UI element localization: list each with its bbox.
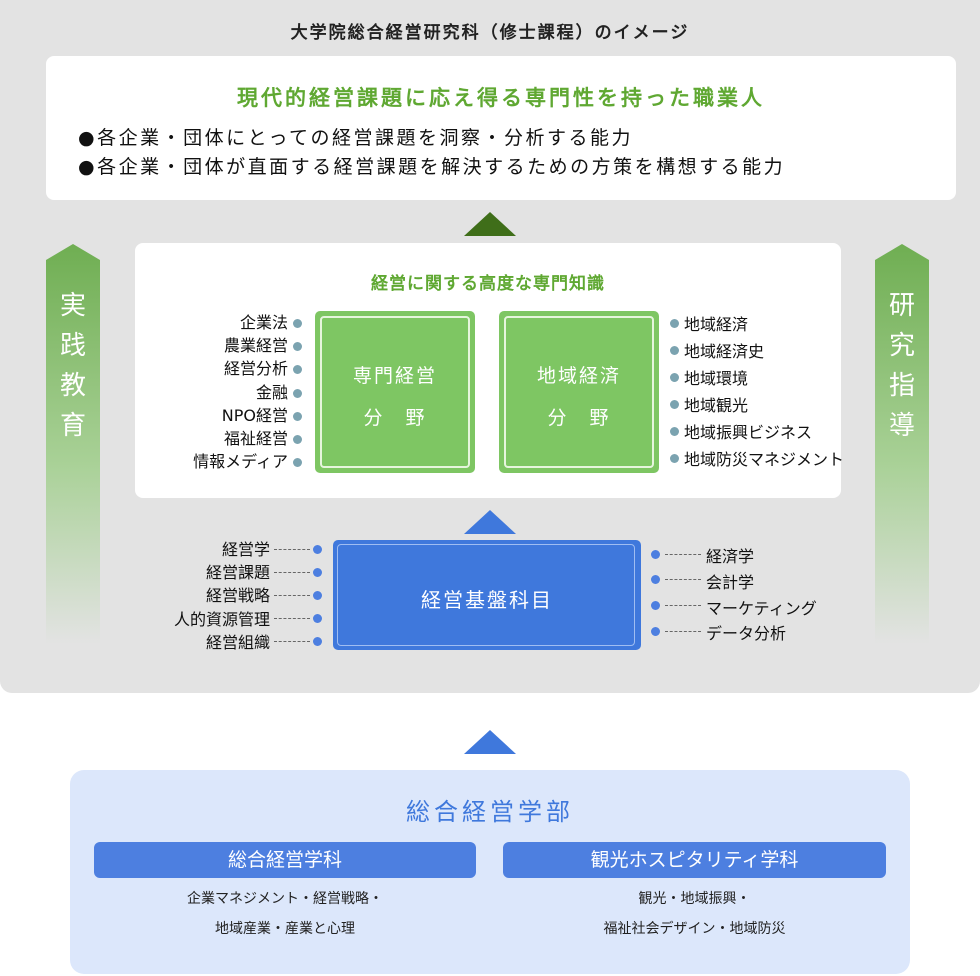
- department-desc-line: 観光・地域振興・: [638, 891, 751, 907]
- bullet-dot: [293, 365, 302, 374]
- side-right-char-1: 研: [888, 291, 915, 321]
- connector-line: [274, 572, 310, 573]
- side-arrow-left-shape: [46, 244, 100, 644]
- department-desc-line: 地域産業・産業と心理: [215, 921, 355, 937]
- connector-line: [665, 605, 701, 606]
- side-right-char-3: 指: [888, 371, 915, 401]
- regional-subject-item: 地域経済: [684, 315, 749, 334]
- bullet-dot: [651, 575, 660, 584]
- management-subject-item: 福祉経営: [223, 429, 288, 449]
- bullet-dot: [651, 601, 660, 610]
- arrow-up-from-faculty: [464, 730, 516, 754]
- regional-economy-field: 地域経済 分 野: [499, 311, 659, 473]
- arrow-up-to-goal: [464, 212, 516, 236]
- management-subject-item: 金融: [255, 382, 288, 402]
- connector-line: [665, 554, 701, 555]
- bullet-dot: [313, 591, 322, 600]
- connector-line: [274, 549, 310, 550]
- specialized-knowledge-box: 経営に関する高度な専門知識 企業法 農業経営 経営分析 金融 NPO経営 福祉経…: [135, 243, 844, 498]
- bullet-dot: [313, 637, 322, 646]
- side-left-char-4: 育: [59, 411, 86, 441]
- department-bar-tourism-hospitality: 観光ホスピタリティ学科: [503, 842, 886, 878]
- side-column-practical-education: 実 践 教 育: [46, 244, 100, 644]
- management-subject-item: 企業法: [239, 313, 288, 332]
- base-subject-item: 経営組織: [205, 632, 270, 652]
- connector-line: [665, 631, 701, 632]
- connector-line: [274, 595, 310, 596]
- department-desc-line: 企業マネジメント・経営戦略・: [187, 891, 383, 907]
- connector-line: [274, 618, 310, 619]
- bullet-dot: [313, 568, 322, 577]
- arrow-up-to-knowledge: [464, 510, 516, 534]
- base-subject-item: 会計学: [706, 572, 755, 592]
- management-subject-item: 経営分析: [223, 359, 288, 379]
- bullet-dot: [293, 435, 302, 444]
- bullet-dot: [313, 545, 322, 554]
- regional-subject-item: 地域防災マネジメント: [684, 450, 845, 469]
- side-left-char-3: 教: [59, 371, 86, 401]
- management-subject-list: 企業法 農業経営 経営分析 金融 NPO経営 福祉経営 情報メディア: [193, 311, 288, 473]
- connector-line: [665, 579, 701, 580]
- goal-line-1: ●各企業・団体にとっての経営課題を洞察・分析する能力: [78, 127, 634, 149]
- field-name: 地域経済: [536, 365, 621, 387]
- department-description: 観光・地域振興・ 福祉社会デザイン・地域防災: [503, 884, 886, 944]
- management-subject-item: 農業経営: [223, 336, 288, 356]
- management-subject-item: 情報メディア: [193, 452, 288, 472]
- bullet-dot: [670, 427, 679, 436]
- department-desc-line: 福祉社会デザイン・地域防災: [603, 921, 786, 937]
- regional-subject-list: 地域経済 地域経済史 地域環境 地域観光 地域振興ビジネス 地域防災マネジメント: [684, 311, 844, 473]
- bullet-dot: [293, 342, 302, 351]
- goal-box: 現代的経営課題に応え得る専門性を持った職業人 ●各企業・団体にとっての経営課題を…: [46, 56, 956, 200]
- bullet-dot: [293, 458, 302, 467]
- base-subject-item: 人的資源管理: [173, 609, 270, 629]
- side-left-char-2: 践: [59, 331, 86, 361]
- base-subject-item: 経済学: [706, 547, 755, 566]
- faculty-title: 総合経営学部: [406, 798, 574, 826]
- regional-subject-item: 地域経済史: [684, 342, 765, 361]
- base-left-list: 経営学 経営課題 経営戦略 人的資源管理 経営組織: [174, 538, 270, 654]
- department-description: 企業マネジメント・経営戦略・ 地域産業・産業と心理: [94, 884, 476, 944]
- bullet-dot: [293, 389, 302, 398]
- department-bar-general-management: 総合経営学科: [94, 842, 476, 878]
- foundation-subjects-box: 経営基盤科目: [333, 540, 641, 650]
- bullet-dot: [670, 319, 679, 328]
- field-suffix: 分 野: [547, 407, 611, 429]
- regional-subject-item: 地域観光: [684, 396, 749, 415]
- specialized-management-field: 専門経営 分 野: [315, 311, 475, 473]
- connector-line: [274, 641, 310, 642]
- goal-line-2: ●各企業・団体が直面する経営課題を解決するための方策を構想する能力: [78, 156, 786, 178]
- bullet-dot: [670, 373, 679, 382]
- bullet-dot: [651, 627, 660, 636]
- base-subject-item: 経営戦略: [205, 586, 270, 606]
- bullet-dot: [670, 400, 679, 409]
- bullet-dot: [313, 614, 322, 623]
- regional-subject-item: 地域振興ビジネス: [684, 423, 813, 442]
- side-right-char-2: 究: [888, 331, 915, 361]
- side-column-research-guidance: 研 究 指 導: [875, 244, 929, 644]
- diagram-title: 大学院総合経営研究科（修士課程）のイメージ: [290, 23, 690, 43]
- bullet-dot: [293, 319, 302, 328]
- base-subject-item: データ分析: [706, 624, 787, 644]
- foundation-subjects-label: 経営基盤科目: [421, 588, 553, 612]
- management-subject-item: NPO経営: [221, 405, 288, 425]
- side-right-char-4: 導: [888, 411, 915, 441]
- bullet-dot: [293, 412, 302, 421]
- bullet-dot: [670, 346, 679, 355]
- goal-heading: 現代的経営課題に応え得る専門性を持った職業人: [237, 86, 765, 110]
- base-subject-item: マーケティング: [706, 598, 817, 618]
- base-subject-item: 経営課題: [205, 563, 270, 583]
- undergraduate-faculty-box: 総合経営学部 総合経営学科 企業マネジメント・経営戦略・ 地域産業・産業と心理 …: [70, 770, 910, 974]
- bullet-dot: [670, 454, 679, 463]
- side-left-char-1: 実: [59, 291, 86, 321]
- regional-subject-item: 地域環境: [684, 369, 749, 388]
- base-right-list: 経済学 会計学 マーケティング データ分析: [706, 544, 817, 647]
- knowledge-heading: 経営に関する高度な専門知識: [371, 274, 605, 294]
- bullet-dot: [651, 550, 660, 559]
- field-suffix: 分 野: [363, 407, 427, 429]
- side-arrow-right-shape: [875, 244, 929, 644]
- base-subject-item: 経営学: [221, 540, 270, 559]
- field-name: 専門経営: [352, 365, 437, 387]
